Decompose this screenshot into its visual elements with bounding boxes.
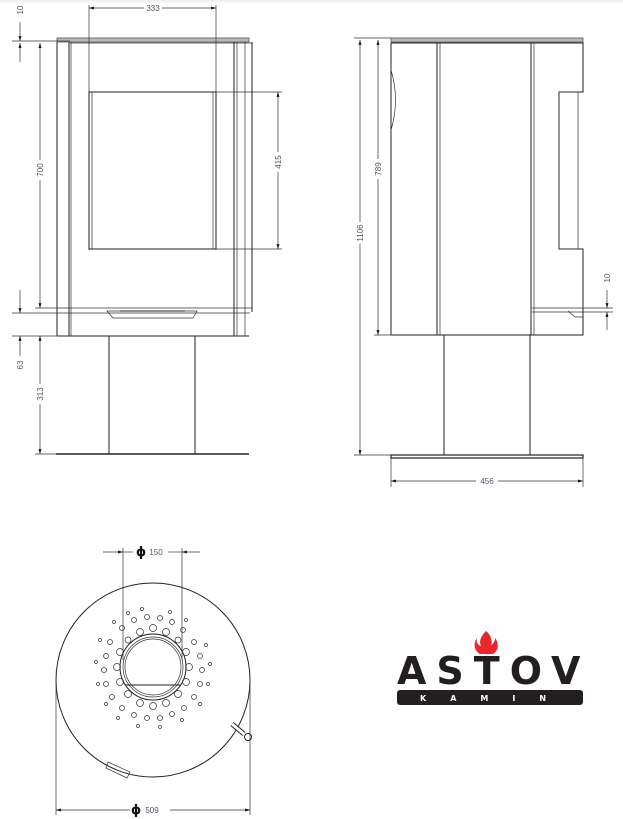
front-view: 333 10 700 415 63 313 bbox=[12, 3, 283, 455]
diameter-symbol-150: ϕ bbox=[136, 545, 146, 560]
dim-456: 456 bbox=[480, 477, 494, 486]
body-circle bbox=[55, 582, 251, 778]
dim-1106: 1106 bbox=[356, 224, 365, 242]
glass-door bbox=[88, 91, 217, 250]
top-plate bbox=[56, 37, 250, 43]
side-view: 1106 789 10 456 bbox=[354, 37, 613, 487]
flue-outer bbox=[119, 633, 187, 701]
dim-333: 333 bbox=[146, 4, 160, 13]
air-holes bbox=[94, 607, 212, 729]
top-view: ϕ 150 bbox=[55, 545, 252, 818]
brand-sub-bar bbox=[397, 690, 583, 705]
dim-415: 415 bbox=[274, 155, 283, 169]
air-lever bbox=[105, 761, 131, 779]
brand-sub: KAMIN bbox=[420, 694, 570, 703]
side-top-plate bbox=[390, 37, 584, 43]
brand-name: ASTOV bbox=[397, 649, 590, 693]
dim-509: 509 bbox=[145, 806, 159, 815]
dim-63: 63 bbox=[16, 360, 25, 369]
window-top-edge bbox=[0, 0, 623, 4]
side-handle bbox=[390, 69, 396, 131]
side-base bbox=[390, 454, 584, 459]
astov-logo: ASTOV KAMIN bbox=[397, 631, 590, 705]
dim-789: 789 bbox=[374, 162, 383, 176]
ash-drawer bbox=[106, 310, 198, 319]
dim-700: 700 bbox=[36, 163, 45, 177]
flame-icon bbox=[474, 631, 498, 654]
dim-313: 313 bbox=[36, 387, 45, 401]
dim-150: 150 bbox=[149, 548, 163, 557]
dim-10-top: 10 bbox=[16, 5, 25, 14]
dim-10-side: 10 bbox=[603, 273, 612, 282]
diameter-symbol-509: ϕ bbox=[131, 803, 141, 818]
